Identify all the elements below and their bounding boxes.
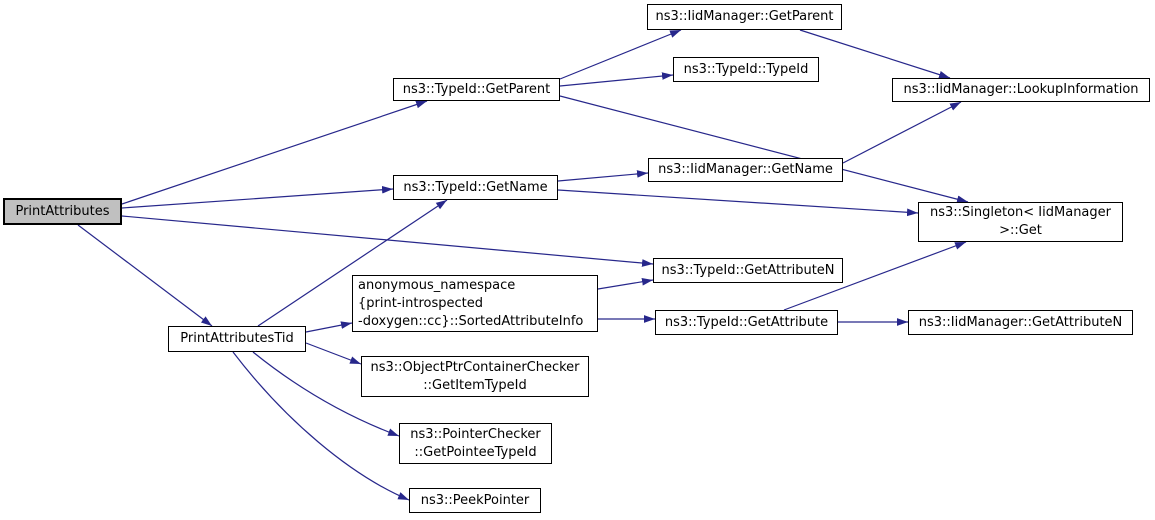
node-sorted-attribute-info[interactable]: anonymous_namespace {print-introspected -d…	[352, 275, 598, 332]
edge-group	[77, 29, 969, 501]
edge-print-attributes-tid--peek-pointer	[232, 351, 410, 501]
node-label: anonymous_namespace	[358, 277, 516, 293]
edge-typeid-get-parent--iidmanager-get-parent	[559, 29, 682, 80]
node-object-ptr-container-checker-get-item-type-id[interactable]: ns3::ObjectPtrContainerChecker::GetItemT…	[361, 356, 589, 397]
node-typeid-get-name[interactable]: ns3::TypeId::GetName	[393, 175, 558, 200]
edge-iidmanager-get-name--iidmanager-lookup-information	[842, 101, 962, 164]
node-label: ns3::TypeId::GetAttributeN	[661, 262, 835, 278]
node-label: ns3::PeekPointer	[420, 492, 530, 508]
node-print-attributes: PrintAttributes	[3, 198, 122, 225]
node-label: PrintAttributes	[15, 203, 110, 219]
node-label: >::Get	[999, 223, 1042, 238]
edge-sorted-attribute-info--typeid-get-attribute-n	[597, 277, 654, 290]
node-label: ns3::IidManager::GetName	[658, 162, 833, 177]
node-typeid-get-parent[interactable]: ns3::TypeId::GetParent	[393, 78, 560, 101]
edge-typeid-get-name--iidmanager-get-name	[557, 170, 649, 182]
edge-print-attributes-tid--pointer-checker-get-pointee-type-id	[252, 351, 400, 437]
node-typeid-get-attribute-n[interactable]: ns3::TypeId::GetAttributeN	[653, 258, 843, 283]
node-peek-pointer[interactable]: ns3::PeekPointer	[409, 488, 541, 513]
node-label: ns3::IidManager::GetAttributeN	[918, 314, 1123, 330]
node-label: ns3::IidManager::GetParent	[655, 9, 834, 24]
node-label: ns3::TypeId::GetName	[403, 179, 548, 195]
node-typeid-typeid[interactable]: ns3::TypeId::TypeId	[673, 57, 819, 82]
node-iidmanager-get-attribute-n[interactable]: ns3::IidManager::GetAttributeN	[908, 310, 1133, 335]
edge-print-attributes-tid--sorted-attribute-info	[305, 321, 353, 333]
edge-print-attributes-tid--object-ptr-container-checker-get-item-type-id	[305, 342, 362, 365]
node-label: -doxygen::cc}::SortedAttributeInfo	[358, 313, 584, 329]
node-label: ns3::Singleton< IidManager	[929, 205, 1111, 220]
node-label: ns3::TypeId::TypeId	[683, 61, 809, 77]
edge-print-attributes--print-attributes-tid	[77, 224, 213, 327]
node-label: ::GetItemTypeId	[423, 377, 527, 393]
edge-iidmanager-get-parent--iidmanager-lookup-information	[799, 29, 951, 79]
node-typeid-get-attribute[interactable]: ns3::TypeId::GetAttribute	[655, 310, 838, 335]
node-label: PrintAttributesTid	[180, 331, 294, 346]
edge-typeid-get-name--singleton-get	[557, 189, 919, 217]
node-singleton-get[interactable]: ns3::Singleton< IidManager>::Get	[918, 202, 1123, 242]
node-iidmanager-lookup-information[interactable]: ns3::IidManager::LookupInformation	[892, 78, 1150, 102]
node-label: ns3::TypeId::GetParent	[402, 81, 551, 97]
node-iidmanager-get-name[interactable]: ns3::IidManager::GetName	[648, 158, 843, 182]
node-label: {print-introspected	[358, 295, 483, 311]
node-label: ns3::ObjectPtrContainerChecker	[370, 359, 580, 375]
node-pointer-checker-get-pointee-type-id[interactable]: ns3::PointerChecker::GetPointeeTypeId	[399, 423, 552, 464]
edge-print-attributes--typeid-get-name	[121, 185, 394, 209]
node-label: ns3::IidManager::LookupInformation	[903, 82, 1139, 97]
edge-print-attributes-tid--typeid-get-name	[257, 199, 448, 327]
node-iidmanager-get-parent[interactable]: ns3::IidManager::GetParent	[647, 4, 842, 30]
node-label: ::GetPointeeTypeId	[414, 444, 537, 460]
node-label: ns3::TypeId::GetAttribute	[664, 314, 829, 330]
edge-typeid-get-parent--singleton-get	[559, 95, 969, 203]
node-label: ns3::PointerChecker	[410, 426, 541, 442]
node-print-attributes-tid[interactable]: PrintAttributesTid	[168, 326, 306, 352]
edge-print-attributes--typeid-get-parent	[121, 100, 428, 205]
edge-typeid-get-parent--typeid-typeid	[559, 72, 674, 87]
edge-typeid-get-attribute--singleton-get	[783, 241, 967, 311]
